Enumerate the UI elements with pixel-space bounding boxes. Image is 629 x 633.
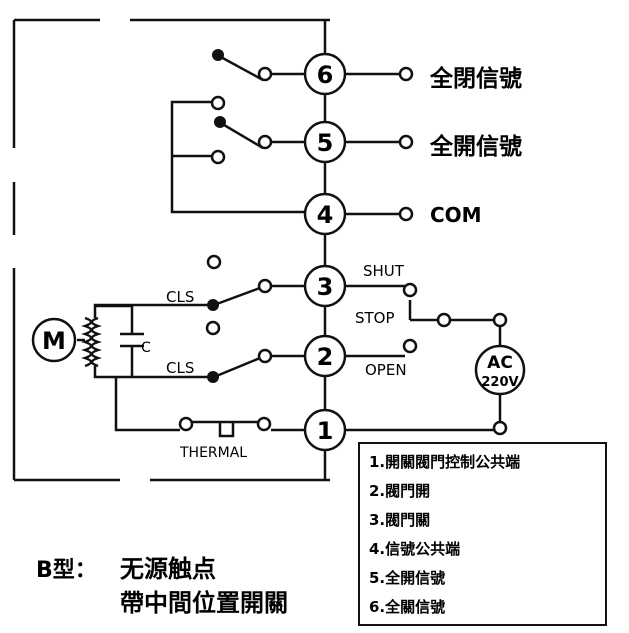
capacitor-label: C	[141, 340, 151, 356]
terminal-6-label: 6	[317, 61, 334, 89]
ac-voltage-label: 220V	[481, 375, 518, 390]
cls-top-pivot	[207, 299, 219, 311]
legend-box	[358, 442, 607, 626]
switch-6-pivot	[212, 49, 224, 61]
legend-item-1: 1.開關閥門控制公共端	[369, 453, 520, 471]
open-label: OPEN	[365, 361, 407, 379]
motor-wiring	[77, 303, 207, 432]
cls-top-label: CLS	[166, 288, 194, 306]
motor-label: M	[42, 327, 66, 355]
terminal-5-label: 5	[317, 129, 334, 157]
terminal-1-label: 1	[317, 417, 334, 445]
cls-bottom-contact	[257, 348, 273, 364]
ac-bottom-contact	[492, 420, 508, 436]
terminal-2: 2	[303, 334, 347, 378]
shut-stop-open-switch	[345, 284, 502, 432]
signal-5-text: 全開信號	[429, 133, 522, 160]
switch-5-pivot	[214, 116, 226, 128]
terminal-3-label: 3	[317, 273, 334, 301]
open-contact	[402, 338, 418, 354]
switch-6	[218, 54, 305, 82]
caption-prefix: B型：	[36, 558, 97, 583]
caption-line-1: 无源触点	[120, 555, 216, 583]
terminal-3: 3	[303, 264, 347, 308]
enclosure-dashed-border	[12, 18, 330, 482]
cls-bottom-label: CLS	[166, 359, 194, 377]
signal-4-text: COM	[430, 203, 482, 227]
signal-6-text: 全閉信號	[429, 65, 522, 92]
terminal-1: 1	[303, 408, 347, 452]
terminal-6: 6	[303, 52, 347, 96]
terminal-4: 4	[303, 192, 347, 236]
cls-switch-top	[213, 284, 305, 307]
signal-outputs	[345, 72, 400, 216]
caption-line-2: 帶中間位置開關	[120, 589, 288, 617]
cls-top-lower-contact	[205, 320, 221, 336]
thermal-label: THERMAL	[179, 445, 247, 461]
thermal-switch	[192, 420, 305, 438]
shut-label: SHUT	[363, 262, 405, 280]
legend-items: 1.開關閥門控制公共端 2.閥門開 3.閥門關 4.信號公共端 5.全開信號 6…	[369, 453, 520, 616]
cls-switch-bottom	[213, 354, 305, 379]
cls-bottom-pivot	[207, 371, 219, 383]
ac-label: AC	[487, 353, 513, 373]
output-5-contact	[398, 134, 414, 150]
terminal-4-label: 4	[317, 201, 334, 229]
thermal-contact-right	[256, 416, 272, 432]
stop-label: STOP	[355, 309, 395, 327]
switch-5	[170, 100, 305, 214]
legend-item-2: 2.閥門開	[369, 482, 430, 500]
shut-contact	[402, 282, 418, 298]
motor-symbol	[31, 317, 77, 363]
ac-source	[474, 344, 526, 396]
output-6-contact	[398, 66, 414, 82]
switch-5-contact	[257, 134, 273, 150]
stop-contact	[436, 312, 452, 328]
terminal-5: 5	[303, 120, 347, 164]
thermal-contact-left	[178, 416, 194, 432]
legend-item-3: 3.閥門關	[369, 511, 430, 529]
switch-6-contact	[257, 66, 273, 82]
switch-5-upper-contact	[210, 95, 226, 111]
ac-top-contact	[492, 312, 508, 328]
legend-item-6: 6.全關信號	[369, 598, 445, 616]
output-4-contact	[398, 206, 414, 222]
switch-5-lower-contact	[210, 149, 226, 165]
cls-top-upper-contact	[206, 254, 222, 270]
legend-item-5: 5.全開信號	[369, 569, 445, 587]
cls-top-contact	[257, 278, 273, 294]
legend-item-4: 4.信號公共端	[369, 540, 460, 558]
terminal-2-label: 2	[317, 343, 334, 371]
